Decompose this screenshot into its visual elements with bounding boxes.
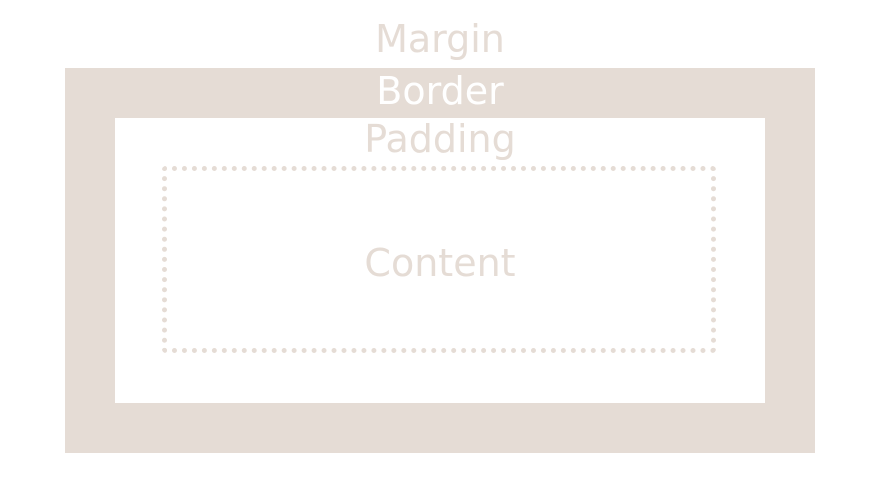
- padding-area: [115, 118, 765, 403]
- padding-label: Padding: [364, 117, 516, 161]
- content-label: Content: [364, 241, 516, 285]
- border-label: Border: [376, 69, 504, 113]
- margin-label: Margin: [375, 17, 505, 61]
- content-area: [162, 166, 716, 353]
